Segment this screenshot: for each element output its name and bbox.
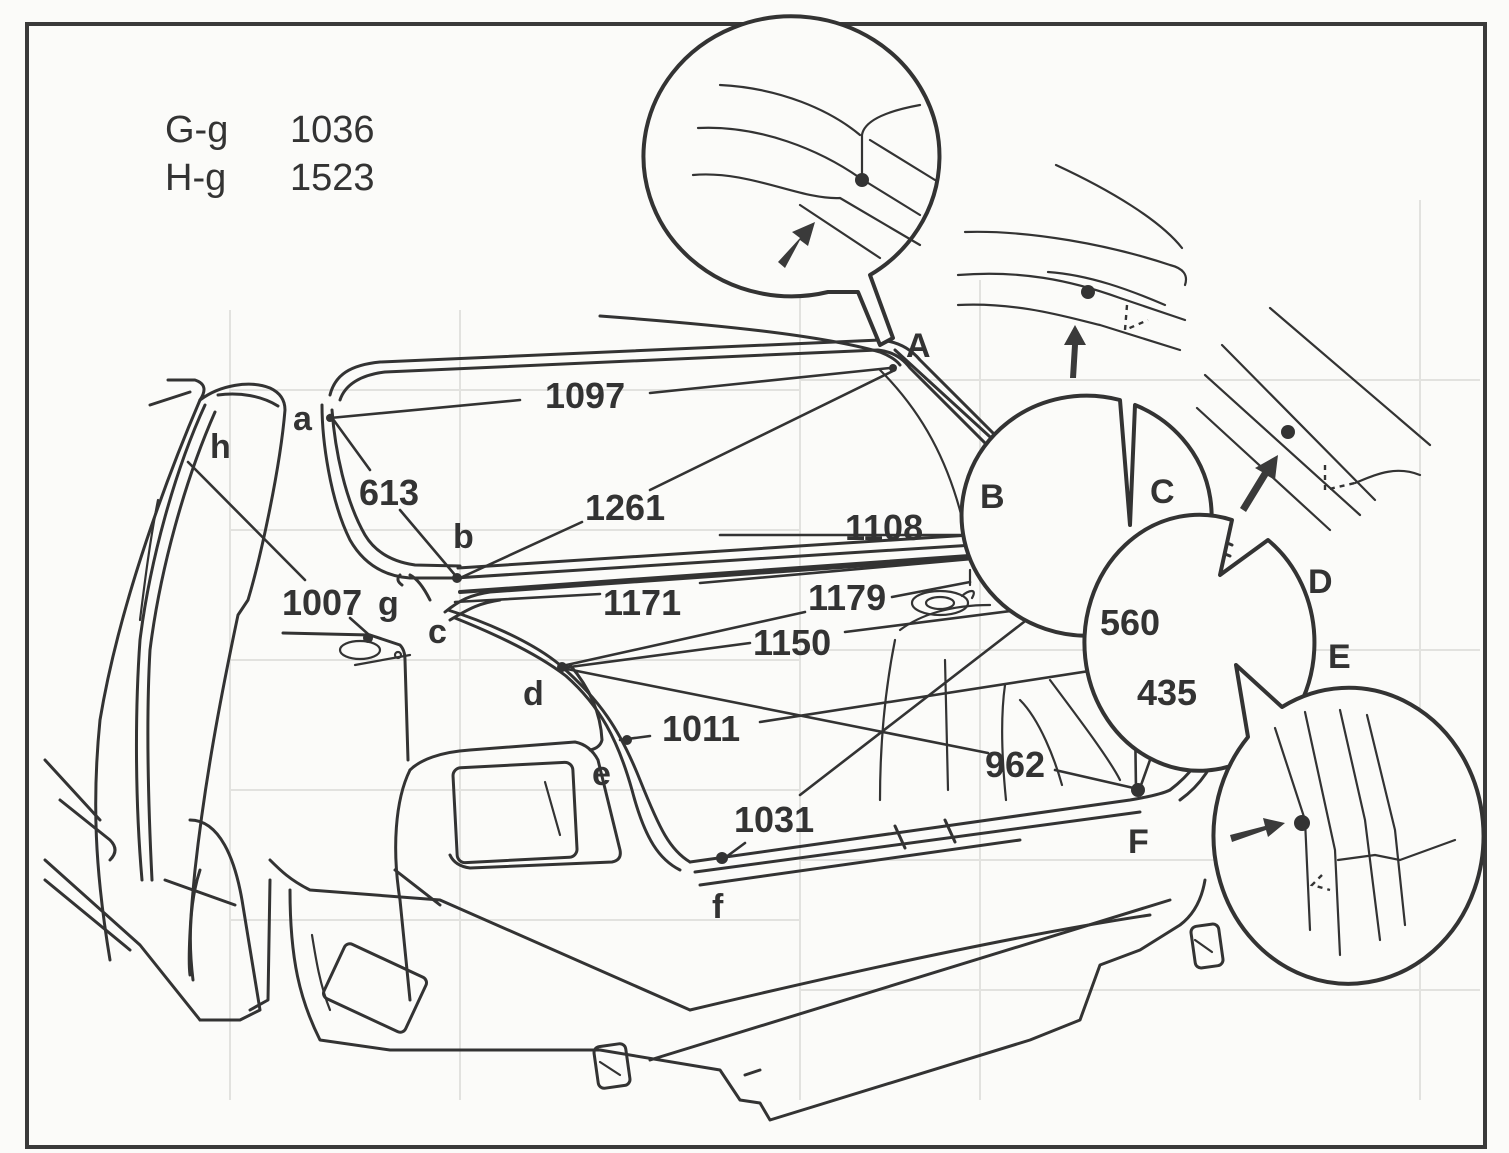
legend-value-1: 1036	[290, 109, 375, 151]
point-label-d: d	[523, 675, 544, 713]
point-f-marker	[716, 852, 728, 864]
dimension-labels: 1097 613 1261 1108 1007 1171 1179 1150 5…	[282, 375, 1197, 840]
left-fender	[43, 758, 272, 1022]
legend: G-g 1036 H-g 1523	[165, 109, 375, 199]
point-label-D: D	[1308, 563, 1333, 601]
point-label-g: g	[378, 585, 399, 623]
dimension-label-1011: 1011	[662, 708, 740, 749]
point-F-marker	[1131, 783, 1145, 797]
trunk-left-edge	[443, 546, 1172, 887]
dimension-label-1031: 1031	[734, 799, 814, 840]
dimension-label-435: 435	[1137, 672, 1197, 713]
point-label-E: E	[1328, 638, 1351, 676]
point-e-marker	[622, 735, 632, 745]
point-label-b: b	[453, 518, 474, 556]
point-label-a: a	[293, 400, 313, 438]
arrow-icon	[1064, 325, 1086, 378]
dimension-label-1179: 1179	[808, 577, 886, 618]
dimension-label-1108: 1108	[845, 507, 923, 548]
dimension-label-962: 962	[985, 744, 1045, 785]
point-label-h: h	[210, 428, 231, 466]
legend-pair-2: H-g	[165, 157, 226, 199]
dimension-label-1150: 1150	[753, 622, 831, 663]
rear-window-frame	[320, 314, 1072, 580]
legend-value-2: 1523	[290, 157, 375, 199]
legend-pair-1: G-g	[165, 109, 228, 151]
point-label-F: F	[1128, 823, 1149, 861]
point-label-e: e	[592, 755, 611, 793]
point-label-c: c	[428, 613, 447, 651]
rear-quarter-bumper	[268, 740, 1225, 1122]
point-label-C: C	[1150, 473, 1175, 511]
rear-door-frame	[94, 378, 287, 977]
arrow-icon	[778, 222, 815, 268]
point-label-f: f	[712, 888, 724, 926]
arrow-icon	[1230, 818, 1285, 842]
dimension-label-1171: 1171	[603, 582, 681, 623]
detail-callout-A	[641, 14, 942, 347]
dimension-label-560: 560	[1100, 602, 1160, 643]
dimension-label-1007: 1007	[282, 582, 362, 623]
arrow-icon	[1240, 455, 1278, 512]
point-a-marker	[326, 414, 334, 422]
point-label-B: B	[980, 478, 1005, 516]
point-label-A: A	[906, 327, 931, 365]
point-labels-lower: a b c d e f g h	[210, 400, 724, 926]
point-d-marker	[557, 662, 567, 672]
dimension-label-1261: 1261	[585, 487, 665, 528]
stud-g	[281, 573, 432, 762]
point-b-marker	[452, 573, 462, 583]
point-A-marker	[889, 364, 897, 372]
dimension-label-1097: 1097	[545, 375, 625, 416]
detail-callout-E	[1211, 663, 1486, 986]
dimension-label-613: 613	[359, 472, 419, 513]
point-labels-upper: A B C D E F	[906, 327, 1351, 861]
